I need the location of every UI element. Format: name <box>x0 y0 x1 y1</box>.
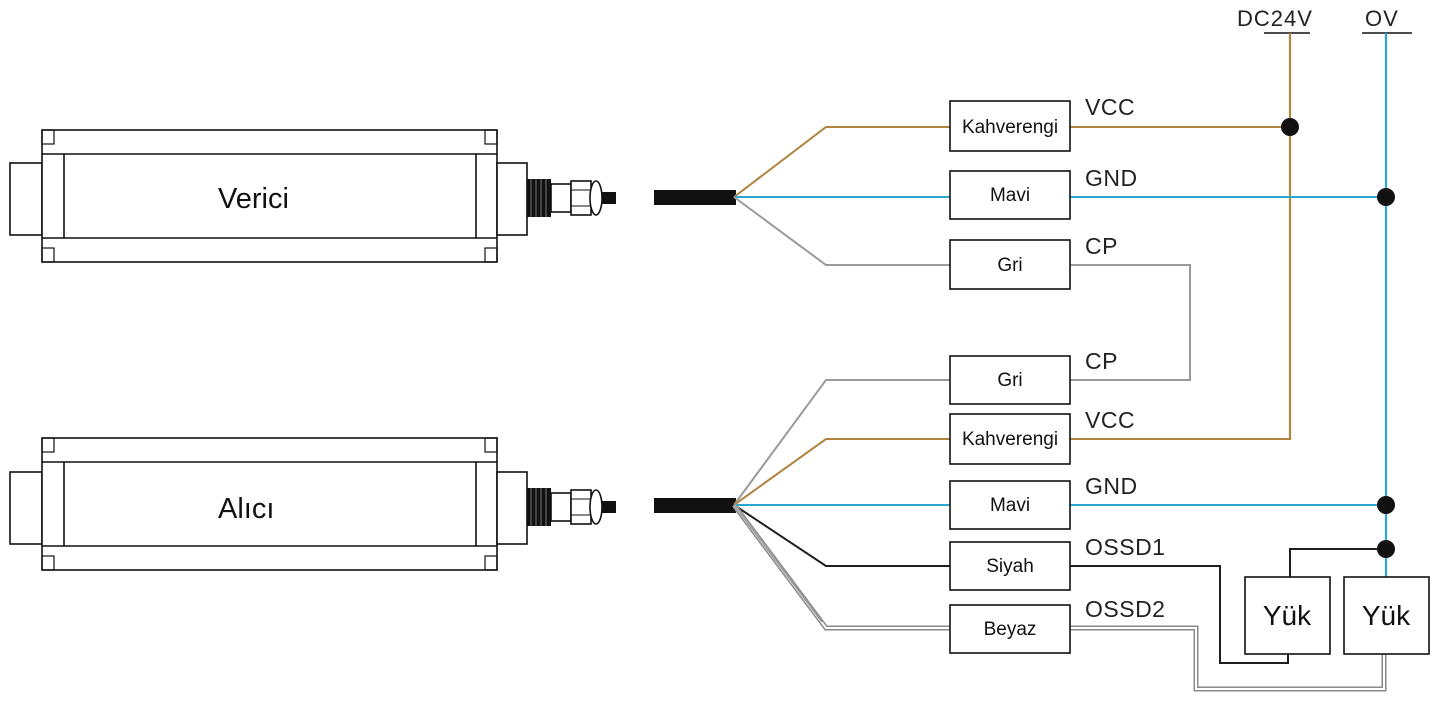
junction-dot-gnd-bottom <box>1377 496 1395 514</box>
wire-color-label: Siyah <box>986 556 1034 577</box>
ossd2-load-wire-inner <box>1070 627 1385 690</box>
transmitter-wire-box-brown: Kahverengi <box>949 100 1071 152</box>
ground-rail: OV <box>1362 6 1412 578</box>
supply-rail-label: DC24V <box>1237 6 1313 31</box>
load-box-2: Yük <box>1343 576 1430 655</box>
transmitter-vcc-wire <box>733 126 950 198</box>
ossd1-load-wire <box>1070 565 1289 664</box>
wire-color-label: Gri <box>997 255 1022 276</box>
ossd2-load-wire-outer <box>1070 625 1387 692</box>
wire-color-label: Kahverengi <box>962 117 1058 138</box>
transmitter-label: Verici <box>218 183 289 215</box>
receiver-cable <box>654 498 736 513</box>
wire-color-label: Kahverengi <box>962 429 1058 450</box>
wire-color-label: Beyaz <box>984 619 1037 640</box>
transmitter-unit: Verici <box>9 129 528 263</box>
junction-dot-vcc-top <box>1281 118 1299 136</box>
signal-label: OSSD2 <box>1085 596 1165 622</box>
transmitter-wire-box-blue: Mavi <box>949 170 1071 220</box>
receiver-wire-box-blue: Mavi <box>949 480 1071 530</box>
wire-color-label: Gri <box>997 370 1022 391</box>
receiver-label: Alıcı <box>218 493 274 525</box>
cp-interconnect-wire <box>1070 264 1191 381</box>
receiver-ossd1-wire <box>733 504 950 567</box>
receiver-cable-strand <box>733 504 823 623</box>
receiver-vcc-wire <box>733 438 950 506</box>
receiver-wire-box-gray: Gri <box>949 355 1071 405</box>
load-label: Yük <box>1362 600 1411 631</box>
signal-label: GND <box>1085 473 1138 499</box>
transmitter-cp-wire <box>733 196 950 266</box>
wire-color-label: Mavi <box>990 495 1030 516</box>
junction-dot-load-common <box>1377 540 1395 558</box>
receiver-connector <box>527 488 616 526</box>
receiver-cp-wire <box>733 379 950 506</box>
load-box-1: Yük <box>1244 576 1331 655</box>
transmitter-connector <box>527 179 616 217</box>
receiver-unit: Alıcı <box>9 437 528 571</box>
load-label: Yük <box>1263 600 1312 631</box>
signal-label: VCC <box>1085 94 1135 120</box>
ground-rail-label: OV <box>1365 6 1399 31</box>
signal-label: OSSD1 <box>1085 534 1165 560</box>
receiver-wire-box-brown: Kahverengi <box>949 413 1071 465</box>
transmitter-wire-box-gray: Gri <box>949 239 1071 290</box>
supply-rail: DC24V <box>1237 6 1313 439</box>
receiver-wire-box-black: Siyah <box>949 541 1071 591</box>
junction-dot-gnd-top <box>1377 188 1395 206</box>
transmitter-cable <box>654 190 736 205</box>
signal-label: CP <box>1085 233 1118 259</box>
signal-label: CP <box>1085 348 1118 374</box>
wire-color-label: Mavi <box>990 185 1030 206</box>
signal-label: GND <box>1085 165 1138 191</box>
receiver-wire-box-white: Beyaz <box>949 604 1071 654</box>
receiver-vcc-link <box>1070 420 1291 440</box>
load-common-wire <box>1289 548 1386 578</box>
signal-label: VCC <box>1085 407 1135 433</box>
